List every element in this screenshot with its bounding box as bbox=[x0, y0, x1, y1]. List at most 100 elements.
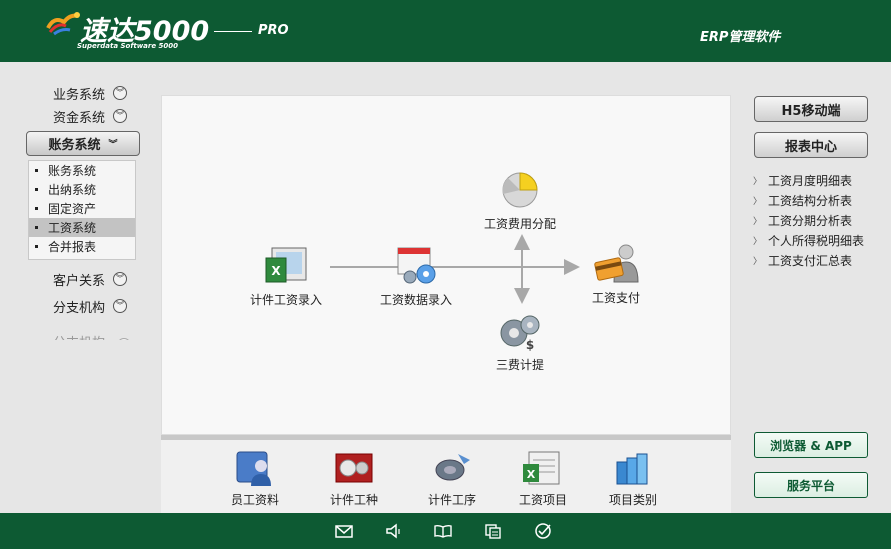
sidebar-item-business[interactable]: 业务系统 ︾ bbox=[53, 83, 127, 103]
flow-node-payment[interactable]: 工资支付 bbox=[592, 242, 640, 306]
sub-item-label: 工资系统 bbox=[48, 221, 97, 235]
bullet-icon bbox=[35, 226, 38, 229]
sidebar-item-label: 客户关系 bbox=[53, 273, 106, 289]
report-label: 工资分期分析表 bbox=[768, 213, 853, 228]
salary-item-icon: X bbox=[523, 451, 560, 485]
sidebar-item-crm[interactable]: 客户关系 ︾ bbox=[53, 269, 127, 289]
report-link[interactable]: 〉工资支付汇总表 bbox=[753, 250, 864, 270]
app-header: 速达5000 Superdata Software 5000 PRO ERP管理… bbox=[0, 0, 891, 62]
sub-item-accounting[interactable]: 账务系统 bbox=[29, 161, 135, 180]
sub-item-label: 合并报表 bbox=[48, 240, 97, 254]
sub-item-cashier[interactable]: 出纳系统 bbox=[29, 180, 135, 199]
salary-data-icon bbox=[397, 247, 436, 284]
bullet-icon bbox=[35, 169, 38, 172]
chevron-down-icon[interactable]: ︾ bbox=[113, 272, 127, 286]
chevron-down-icon[interactable]: ︾ bbox=[113, 86, 127, 100]
chevron-down-icon[interactable]: ︾ bbox=[113, 299, 127, 313]
check-circle-icon[interactable] bbox=[533, 522, 553, 540]
workflow-panel: X 计件工资录入 工资数据录入 工资费用分配 $ 三费计提 bbox=[161, 95, 731, 435]
speaker-icon[interactable] bbox=[384, 522, 404, 540]
flow-node-piecework[interactable]: X 计件工资录入 bbox=[250, 244, 322, 308]
edition-label: PRO bbox=[258, 23, 289, 38]
right-panel: H5移动端 报表中心 〉工资月度明细表 〉工资结构分析表 〉工资分期分析表 〉个… bbox=[743, 62, 891, 513]
flow-node-three-fees[interactable]: $ 三费计提 bbox=[496, 309, 544, 373]
tool-label: 计件工序 bbox=[428, 493, 477, 507]
tool-label: 员工资料 bbox=[231, 493, 280, 507]
piecework-entry-icon: X bbox=[265, 247, 307, 283]
sidebar-item-funds[interactable]: 资金系统 ︾ bbox=[53, 106, 127, 126]
tool-process[interactable]: 计件工序 bbox=[428, 448, 476, 508]
flow-node-label: 工资数据录入 bbox=[380, 293, 453, 307]
report-label: 工资月度明细表 bbox=[768, 173, 853, 188]
flow-node-salary-data[interactable]: 工资数据录入 bbox=[380, 244, 452, 308]
work-type-icon bbox=[335, 453, 373, 483]
report-link[interactable]: 〉工资月度明细表 bbox=[753, 170, 864, 190]
sub-item-label: 账务系统 bbox=[48, 164, 97, 178]
svg-text:$: $ bbox=[526, 338, 534, 352]
sidebar-item-label: 分支机构 bbox=[53, 300, 106, 316]
flow-node-label: 计件工资录入 bbox=[250, 293, 323, 307]
pie-chart-icon bbox=[502, 172, 538, 208]
report-label: 个人所得税明细表 bbox=[768, 233, 865, 248]
sidebar-item-label: 资金系统 bbox=[53, 110, 106, 126]
payment-icon bbox=[594, 244, 639, 283]
service-platform-button[interactable]: 服务平台 bbox=[754, 472, 868, 498]
report-link[interactable]: 〉工资结构分析表 bbox=[753, 190, 864, 210]
tool-category[interactable]: 项目类别 bbox=[609, 448, 657, 508]
category-icon bbox=[616, 453, 648, 485]
tool-salary-item[interactable]: X 工资项目 bbox=[519, 448, 567, 508]
mobile-h5-button[interactable]: H5移动端 bbox=[754, 96, 868, 122]
sub-menu: 账务系统 出纳系统 固定资产 工资系统 合并报表 bbox=[28, 160, 136, 260]
svg-text:X: X bbox=[527, 468, 536, 481]
report-link[interactable]: 〉个人所得税明细表 bbox=[753, 230, 864, 250]
tool-label: 项目类别 bbox=[609, 493, 658, 507]
report-center-button[interactable]: 报表中心 bbox=[754, 132, 868, 158]
flow-node-label: 三费计提 bbox=[496, 358, 545, 372]
footer-bar bbox=[0, 513, 891, 549]
sub-item-consolidated[interactable]: 合并报表 bbox=[29, 237, 135, 256]
tool-work-type[interactable]: 计件工种 bbox=[330, 448, 378, 508]
chevron-down-icon: ︾ bbox=[117, 338, 132, 340]
bullet-icon bbox=[35, 245, 38, 248]
chevron-right-icon: 〉 bbox=[753, 196, 763, 207]
process-icon bbox=[435, 454, 470, 481]
report-label: 工资结构分析表 bbox=[768, 193, 853, 208]
bullet-icon bbox=[35, 207, 38, 210]
svg-text:X: X bbox=[271, 264, 281, 278]
chevron-down-icon[interactable]: ︾ bbox=[113, 109, 127, 123]
browser-app-button[interactable]: 浏览器 & APP bbox=[754, 432, 868, 458]
report-list: 〉工资月度明细表 〉工资结构分析表 〉工资分期分析表 〉个人所得税明细表 〉工资… bbox=[753, 170, 864, 270]
product-title: ERP管理软件 bbox=[700, 30, 781, 45]
flow-node-label: 工资支付 bbox=[592, 291, 641, 305]
book-icon[interactable] bbox=[433, 522, 453, 540]
sub-item-fixed-assets[interactable]: 固定资产 bbox=[29, 199, 135, 218]
sidebar-item-label: 账务系统 bbox=[48, 138, 101, 153]
report-link[interactable]: 〉工资分期分析表 bbox=[753, 210, 864, 230]
sidebar: 业务系统 ︾ 资金系统 ︾ 账务系统 ︾ 账务系统 出纳系统 固定资产 工资系统… bbox=[0, 62, 152, 513]
chevron-up-icon[interactable]: ︾ bbox=[108, 140, 118, 150]
sidebar-item-label: 业务系统 bbox=[53, 87, 106, 103]
bottom-toolbar: 员工资料 计件工种 计件工序 X 工资项目 bbox=[161, 435, 731, 513]
employee-icon bbox=[236, 451, 271, 486]
flow-node-label: 工资费用分配 bbox=[484, 217, 557, 231]
tool-label: 工资项目 bbox=[519, 493, 568, 507]
logo-icon bbox=[46, 12, 80, 36]
chevron-right-icon: 〉 bbox=[753, 216, 763, 227]
sidebar-item-accounting[interactable]: 账务系统 ︾ bbox=[26, 131, 140, 156]
sidebar-item-branches[interactable]: 分支机构 ︾ bbox=[53, 296, 127, 316]
mail-icon[interactable] bbox=[334, 522, 354, 540]
flow-node-cost-allocation[interactable]: 工资费用分配 bbox=[484, 168, 556, 232]
gears-icon: $ bbox=[500, 315, 540, 352]
tool-label: 计件工种 bbox=[330, 493, 379, 507]
chevron-right-icon: 〉 bbox=[753, 176, 763, 187]
sub-item-payroll[interactable]: 工资系统 bbox=[29, 218, 135, 237]
brand-subtitle: Superdata Software 5000 bbox=[77, 42, 179, 50]
brand-name: 速达5000 bbox=[80, 16, 210, 47]
sub-item-label: 固定资产 bbox=[48, 202, 97, 216]
ghost-label: 分支机构 bbox=[53, 332, 113, 340]
chevron-right-icon: 〉 bbox=[753, 236, 763, 247]
tool-employee[interactable]: 员工资料 bbox=[231, 448, 279, 508]
scroll-ghost-item: 分支机构 ︾ bbox=[53, 332, 132, 340]
copy-icon[interactable] bbox=[483, 522, 503, 540]
flow-arrows bbox=[330, 234, 580, 304]
